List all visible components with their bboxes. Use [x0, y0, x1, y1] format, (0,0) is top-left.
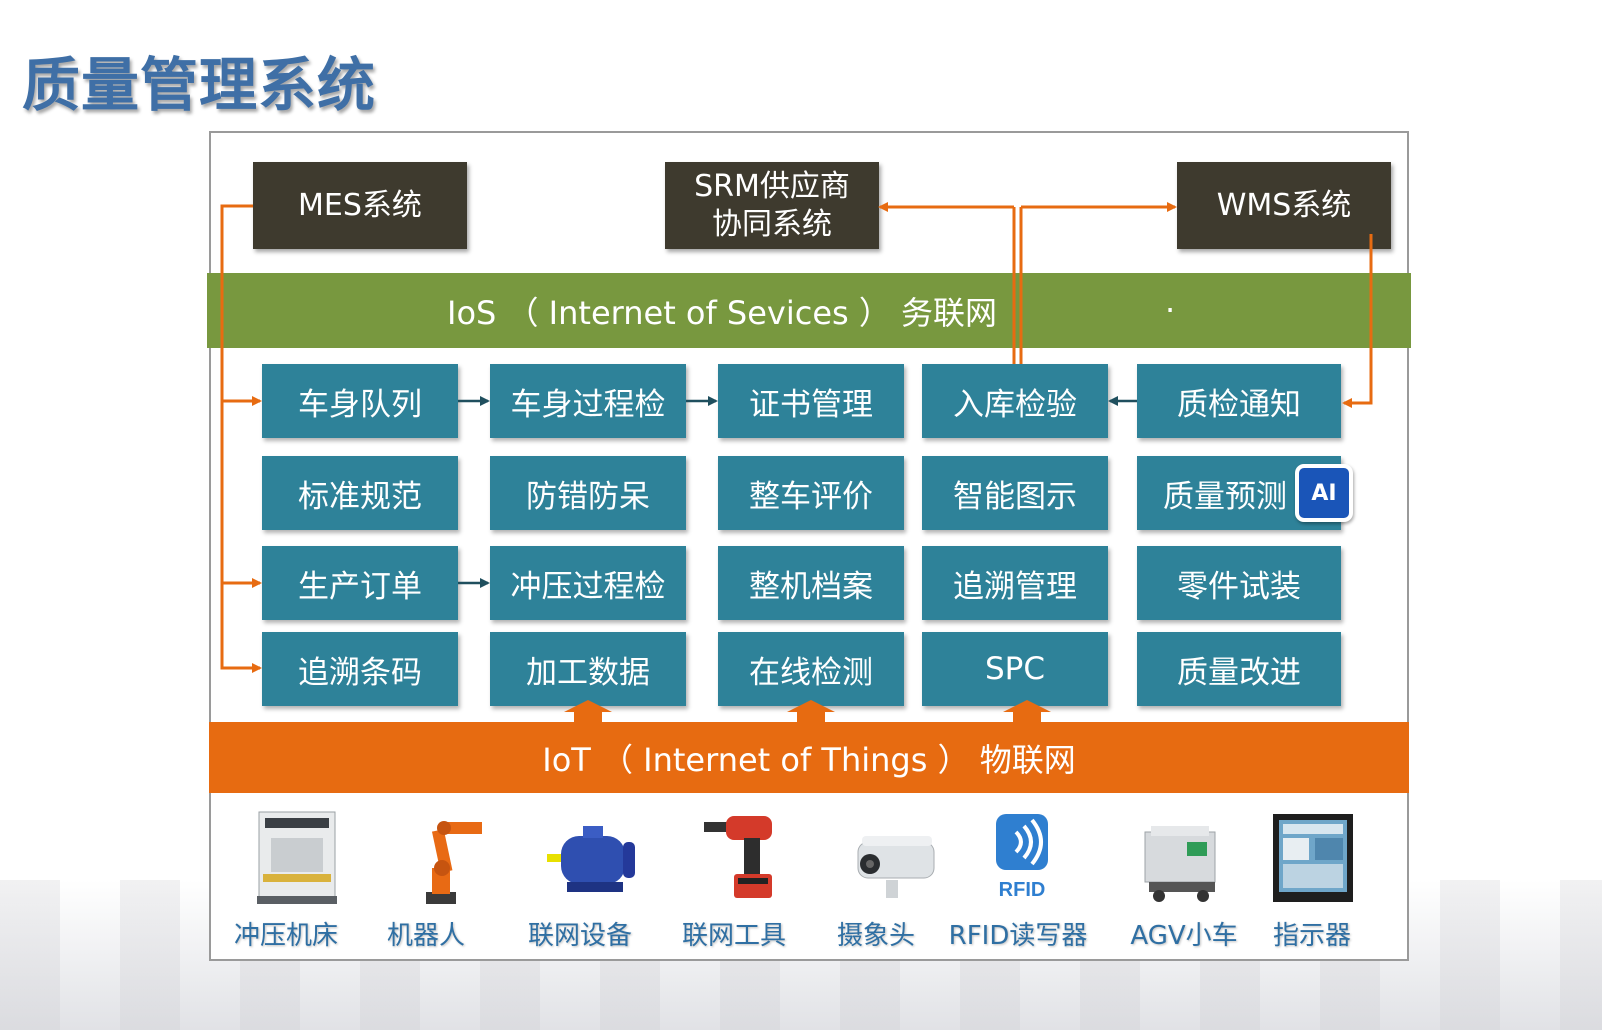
- ios-band-label: IoS （ Internet of Sevices ） 务联网: [447, 293, 998, 332]
- module-label: 入库检验: [953, 386, 1077, 423]
- robot-arm-icon: [426, 821, 482, 904]
- iot-up-arrow-1: [564, 700, 612, 722]
- device-press-machine: [227, 808, 367, 908]
- agv-icon: [1144, 826, 1216, 902]
- module-label: 追溯管理: [953, 568, 1077, 605]
- module-label: SPC: [984, 651, 1046, 687]
- device-rfid-reader: RFID: [952, 808, 1092, 908]
- module-quality-improvement: 质量改进: [1137, 632, 1341, 706]
- device-camera: [820, 808, 960, 908]
- module-incoming-inspection: 入库检验: [922, 364, 1108, 438]
- srm-system-label-line1: SRM供应商: [694, 168, 850, 204]
- ios-band-dot: .: [1165, 282, 1176, 320]
- module-label: 加工数据: [526, 654, 650, 691]
- module-body-process-inspection: 车身过程检: [490, 364, 686, 438]
- module-label: 车身过程检: [510, 386, 666, 423]
- module-label: 整车评价: [749, 478, 873, 515]
- wms-to-qc-line: [1342, 234, 1373, 408]
- rfid-icon-text: RFID: [999, 879, 1046, 901]
- iot-up-arrow-3: [1003, 700, 1051, 722]
- iot-band: IoT （ Internet of Things ） 物联网: [209, 722, 1409, 793]
- module-vehicle-queue: 车身队列: [262, 364, 458, 438]
- device-label-indicator: 指示器: [1272, 921, 1351, 951]
- module-online-testing: 在线检测: [718, 632, 904, 706]
- module-label: 零件试装: [1177, 568, 1301, 605]
- module-stamping-process-inspection: 冲压过程检: [490, 546, 686, 620]
- module-label: 质量预测: [1163, 478, 1287, 515]
- module-label: 质量改进: [1177, 654, 1301, 691]
- device-label-robot: 机器人: [386, 921, 465, 951]
- module-qc-notice: 质检通知: [1137, 364, 1341, 438]
- device-label-agv: AGV小车: [1130, 921, 1238, 951]
- device-label-networked-equipment: 联网设备: [527, 921, 632, 951]
- module-label: 防错防呆: [526, 478, 650, 515]
- device-agv: [1111, 808, 1251, 908]
- device-networked-equipment: [523, 808, 663, 908]
- iot-up-arrow-2: [787, 700, 835, 722]
- module-label: 在线检测: [749, 654, 873, 691]
- module-certificate-management: 证书管理: [718, 364, 904, 438]
- module-label: 标准规范: [298, 478, 422, 515]
- ai-badge: AI: [1295, 464, 1353, 522]
- module-label: 车身队列: [298, 386, 422, 423]
- module-label: 证书管理: [749, 386, 873, 423]
- device-indicator: [1243, 808, 1383, 908]
- device-robot: [372, 808, 512, 908]
- camera-icon: [857, 836, 935, 898]
- module-label: 追溯条码: [298, 654, 422, 691]
- display-panel-icon: [1273, 814, 1353, 902]
- module-smart-diagram: 智能图示: [922, 456, 1108, 530]
- device-label-rfid-reader: RFID读写器: [948, 921, 1088, 951]
- module-production-order: 生产订单: [262, 546, 458, 620]
- device-label-camera: 摄象头: [836, 921, 915, 951]
- module-standards: 标准规范: [262, 456, 458, 530]
- wms-system-label: WMS系统: [1216, 187, 1352, 223]
- module-label: 智能图示: [953, 478, 1077, 515]
- module-vehicle-evaluation: 整车评价: [718, 456, 904, 530]
- module-traceability-management: 追溯管理: [922, 546, 1108, 620]
- module-machine-archive: 整机档案: [718, 546, 904, 620]
- device-label-networked-tool: 联网工具: [681, 921, 786, 951]
- rfid-icon: RFID: [996, 814, 1048, 901]
- drill-icon: [704, 816, 772, 898]
- press-machine-icon: [257, 811, 337, 904]
- module-label: 冲压过程检: [510, 568, 666, 605]
- module-machining-data: 加工数据: [490, 632, 686, 706]
- device-label-press-machine: 冲压机床: [233, 921, 338, 951]
- module-error-proofing: 防错防呆: [490, 456, 686, 530]
- srm-system-label-line2: 协同系统: [712, 206, 832, 242]
- device-networked-tool: [676, 808, 816, 908]
- iot-band-label: IoT （ Internet of Things ） 物联网: [542, 740, 1076, 779]
- page-title: 质量管理系统: [22, 51, 377, 119]
- module-part-trial-fit: 零件试装: [1137, 546, 1341, 620]
- mes-system-box: MES系统: [253, 162, 467, 249]
- module-spc: SPC: [922, 632, 1108, 706]
- module-label: 整机档案: [749, 568, 873, 605]
- module-label: 质检通知: [1177, 386, 1301, 423]
- mes-bus-line: [220, 204, 262, 673]
- mes-system-label: MES系统: [298, 187, 422, 223]
- module-trace-barcode: 追溯条码: [262, 632, 458, 706]
- module-label: 生产订单: [298, 568, 422, 605]
- srm-system-box: SRM供应商 协同系统: [665, 162, 879, 249]
- ios-band: IoS （ Internet of Sevices ） 务联网: [207, 273, 1411, 348]
- wms-system-box: WMS系统: [1177, 162, 1391, 249]
- motor-icon: [547, 826, 635, 892]
